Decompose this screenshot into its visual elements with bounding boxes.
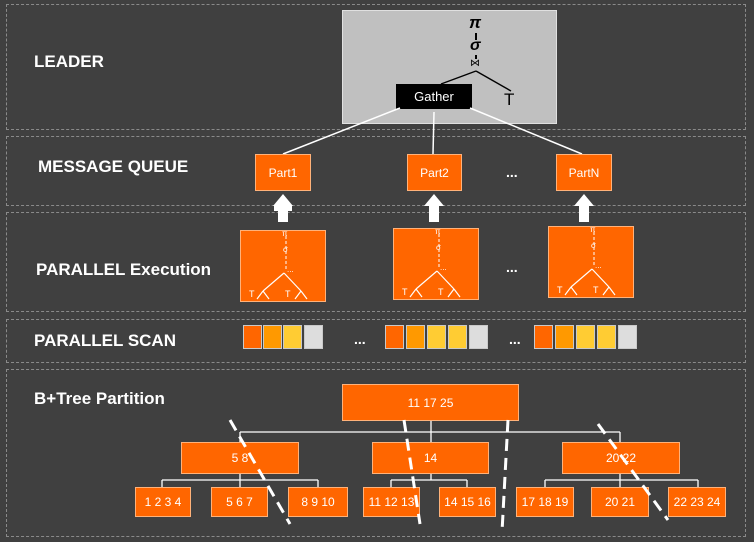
worker-plan-1-tree [256,236,308,300]
worker-more-text: ... [287,265,294,274]
btree-leaf-node: 8 9 10 [288,487,348,517]
btree-leaf-node: 11 12 13 [363,487,420,517]
worker-plan-2: π σ ... T T [393,227,479,300]
scan-cell [534,325,553,349]
message-queue-label: MESSAGE QUEUE [38,157,189,176]
worker-plan-1: π σ ... T T [240,229,326,302]
worker-projection-symbol: π [282,229,288,238]
worker-table-right: T [285,289,291,299]
scan-cell [263,325,282,349]
partn-box: PartN [556,154,612,191]
worker-plan-n-tree [564,232,616,296]
projection-edge [475,33,477,40]
leader-plan-edges [440,55,512,92]
leader-label: LEADER [34,52,104,71]
scan-cell [618,325,637,349]
worker-table-left: T [402,287,408,297]
btree-internal-node: 14 [372,442,489,474]
btree-leaf-node: 5 6 7 [211,487,268,517]
worker-selection-symbol: σ [591,241,596,250]
btree-leaf-node: 14 15 16 [439,487,496,517]
scan-cell [448,325,467,349]
scan-cell [243,325,262,349]
part2-box: Part2 [407,154,462,191]
btree-internal-node: 20 22 [562,442,680,474]
scan-cell [469,325,488,349]
execution-ellipsis: ... [506,259,518,275]
btree-leaf-node: 17 18 19 [516,487,574,517]
btree-leaf-node: 22 23 24 [668,487,726,517]
worker-selection-symbol: σ [283,245,288,254]
scan-cell [576,325,595,349]
worker-projection-symbol: π [435,227,441,236]
leader-panel: π σ ⋈ Gather T [342,10,557,124]
worker-selection-symbol: σ [436,243,441,252]
scan-cell [406,325,425,349]
btree-partition-band [6,369,746,537]
parallel-scan-label: PARALLEL SCAN [34,331,176,350]
worker-table-right: T [438,287,444,297]
worker-plan-n: π σ ... T T [548,225,634,298]
gather-box: Gather [396,84,472,109]
part1-box: Part1 [255,154,311,191]
btree-leaf-node: 20 21 [591,487,649,517]
parallel-execution-band [6,212,746,312]
worker-table-left: T [249,289,255,299]
worker-table-left: T [557,285,563,295]
scan-cell [597,325,616,349]
btree-partition-label: B+Tree Partition [34,389,165,408]
scan-cell [427,325,446,349]
scan-cell [304,325,323,349]
worker-projection-symbol: π [590,225,596,234]
scan-ellipsis: ... [354,331,366,347]
scan-cell [283,325,302,349]
worker-more-text: ... [595,261,602,270]
btree-internal-node: 5 8 [181,442,299,474]
scan-cell [385,325,404,349]
worker-table-right: T [593,285,599,295]
worker-more-text: ... [440,263,447,272]
scan-cell [555,325,574,349]
queue-ellipsis: ... [506,164,518,180]
scan-ellipsis: ... [509,331,521,347]
parallel-execution-label: PARALLEL Execution [36,260,212,279]
table-label: T [504,90,515,109]
btree-root-node: 11 17 25 [342,384,519,421]
projection-symbol: π [469,13,482,32]
btree-leaf-node: 1 2 3 4 [135,487,191,517]
parallel-scan-band [6,319,746,363]
selection-symbol: σ [470,37,481,54]
worker-plan-2-tree [409,234,461,298]
join-symbol: ⋈ [470,58,480,69]
